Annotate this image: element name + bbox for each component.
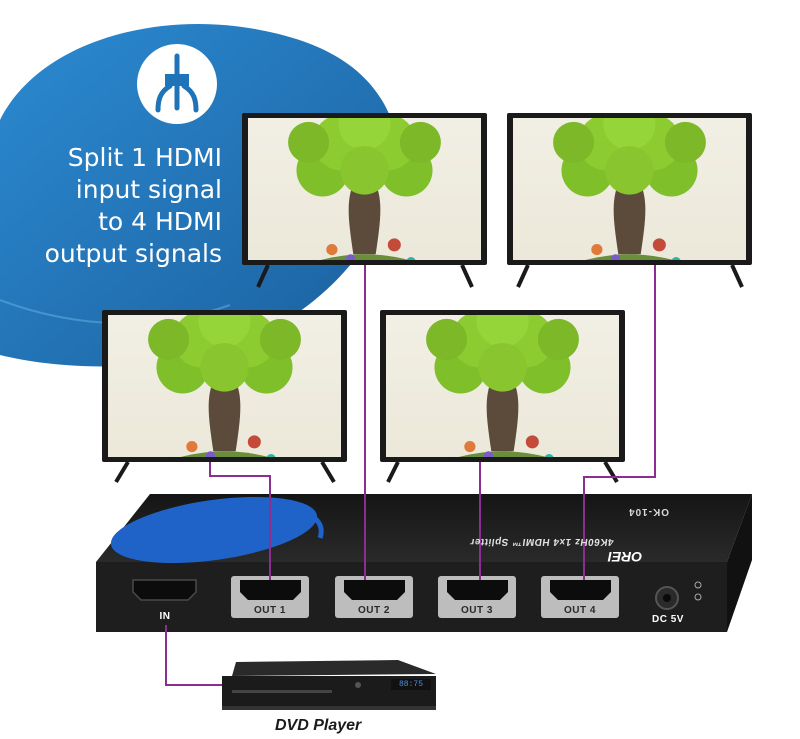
model-number: OK-104 — [628, 506, 670, 517]
port-label-in: IN — [159, 611, 171, 622]
dvd-label: DVD Player — [275, 717, 362, 734]
product-name: 4K60Hz 1x4 HDMI™ Splitter — [469, 536, 615, 547]
port-label-out1: OUT 1 — [254, 605, 286, 616]
port-label-out3: OUT 3 — [461, 605, 493, 616]
splitter-icon — [137, 44, 217, 124]
headline-line-2: input signal — [75, 175, 222, 204]
tv-top-right — [507, 113, 752, 288]
tv-bottom-left — [102, 310, 347, 484]
hdmi-cables — [165, 265, 656, 686]
brand-logo-text: OREI — [608, 549, 643, 565]
tv-bottom-right — [380, 310, 625, 484]
port-label-out2: OUT 2 — [358, 605, 390, 616]
headline-line-1: Split 1 HDMI — [67, 143, 222, 172]
tv-top-left — [242, 113, 487, 288]
hdmi-splitter — [96, 494, 752, 632]
headline-line-4: output signals — [44, 239, 222, 268]
port-label-power: DC 5V — [652, 614, 684, 625]
dvd-display: 88:75 — [391, 679, 431, 690]
port-label-out4: OUT 4 — [564, 605, 596, 616]
headline-line-3: to 4 HDMI — [98, 207, 222, 236]
headline: Split 1 HDMI input signal to 4 HDMI outp… — [20, 142, 222, 270]
